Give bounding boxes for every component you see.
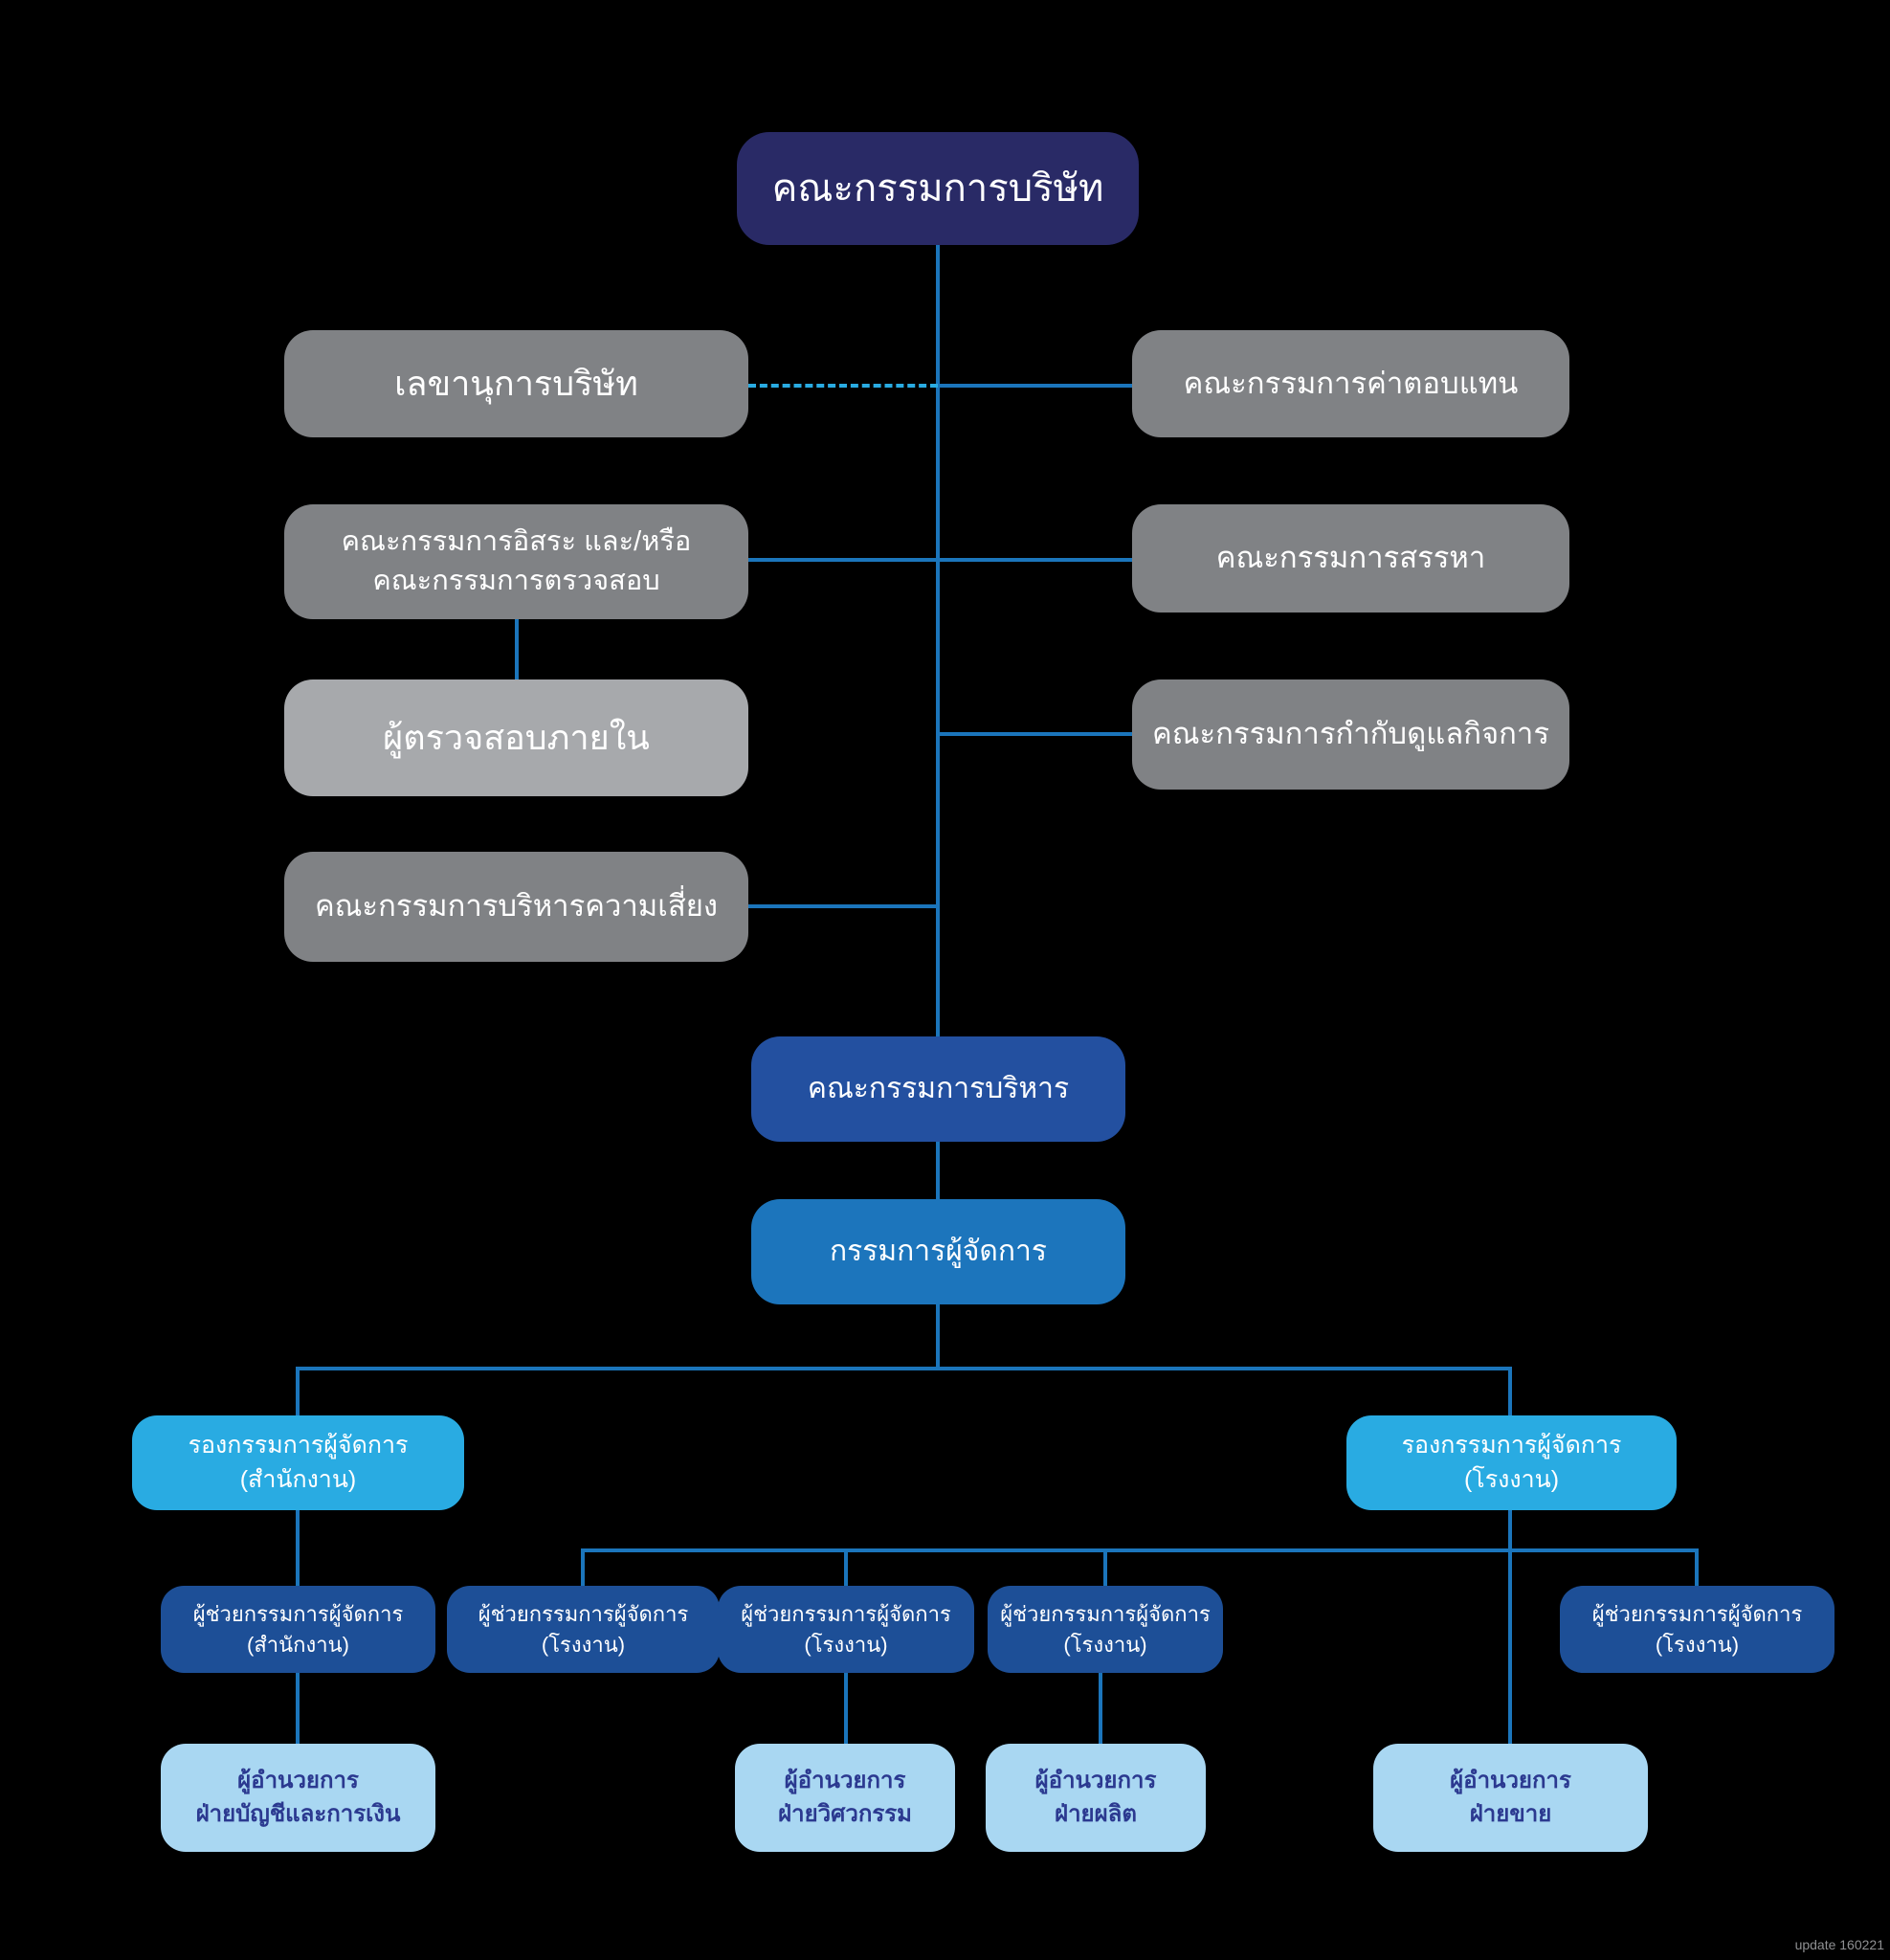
governance-committee-box: คณะกรรมการกำกับดูแลกิจการ — [1132, 679, 1569, 790]
connector-audit-to-internal — [515, 619, 519, 681]
assistant-md-office-box: ผู้ช่วยกรรมการผู้จัดการ (สำนักงาน) — [161, 1586, 435, 1673]
assistant-md-factory-box-1: ผู้ช่วยกรรมการผู้จัดการ (โรงงาน) — [447, 1586, 720, 1673]
director-engineering-box: ผู้อำนวยการ ฝ่ายวิศวกรรม — [735, 1744, 955, 1852]
nomination-committee-box: คณะกรรมการสรรหา — [1132, 504, 1569, 612]
deputy-md-factory-line2: (โรงงาน) — [1463, 1465, 1560, 1493]
director-line2: ฝ่ายบัญชีและการเงิน — [195, 1800, 401, 1827]
assistant-md-line1: ผู้ช่วยกรรมการผู้จัดการ — [1591, 1602, 1803, 1627]
nomination-committee-label: คณะกรรมการสรรหา — [1215, 541, 1486, 575]
director-accounting-finance-box: ผู้อำนวยการ ฝ่ายบัญชีและการเงิน — [161, 1744, 435, 1852]
connector-secretary-dashed — [748, 384, 938, 388]
connector-to-governance — [938, 732, 1134, 736]
connector-executive-to-md — [936, 1142, 940, 1201]
board-of-directors-label: คณะกรรมการบริษัท — [771, 167, 1104, 210]
assistant-md-line1: ผู้ช่วยกรรมการผู้จัดการ — [192, 1602, 404, 1627]
connector-to-assistant3 — [844, 1548, 848, 1588]
deputy-md-factory-line1: รองกรรมการผู้จัดการ — [1401, 1432, 1622, 1459]
connector-risk-to-center — [748, 904, 940, 908]
assistant-md-line2: (โรงงาน) — [541, 1632, 626, 1657]
director-line1: ผู้อำนวยการ — [237, 1768, 359, 1794]
connector-md-down — [936, 1304, 940, 1369]
risk-committee-label: คณะกรรมการบริหารความเสี่ยง — [314, 889, 719, 924]
risk-committee-box: คณะกรรมการบริหารความเสี่ยง — [284, 852, 748, 962]
managing-director-box: กรรมการผู้จัดการ — [751, 1199, 1125, 1304]
independent-audit-committee-line2: คณะกรรมการตรวจสอบ — [372, 566, 660, 596]
connector-deputy-horizontal — [296, 1367, 1512, 1370]
connector-deputy-office-to-assistant — [296, 1510, 300, 1588]
connector-to-compensation — [938, 384, 1134, 388]
director-line1: ผู้อำนวยการ — [1450, 1768, 1571, 1794]
managing-director-label: กรรมการผู้จัดการ — [829, 1235, 1048, 1267]
connector-assistant4-to-director3 — [1099, 1673, 1102, 1744]
connector-to-assistant5 — [1695, 1548, 1699, 1588]
executive-committee-label: คณะกรรมการบริหาร — [807, 1072, 1070, 1104]
director-line2: ฝ่ายขาย — [1469, 1800, 1552, 1827]
deputy-md-factory-box: รองกรรมการผู้จัดการ (โรงงาน) — [1346, 1415, 1677, 1510]
assistant-md-factory-box-2: ผู้ช่วยกรรมการผู้จัดการ (โรงงาน) — [718, 1586, 974, 1673]
connector-assistant3-to-director2 — [844, 1673, 848, 1744]
board-of-directors-box: คณะกรรมการบริษัท — [737, 132, 1139, 245]
assistant-md-factory-box-3: ผู้ช่วยกรรมการผู้จัดการ (โรงงาน) — [988, 1586, 1223, 1673]
connector-to-assistant4 — [1103, 1548, 1107, 1588]
governance-committee-label: คณะกรรมการกำกับดูแลกิจการ — [1152, 717, 1549, 751]
director-line2: ฝ่ายผลิต — [1055, 1800, 1137, 1827]
assistant-md-line1: ผู้ช่วยกรรมการผู้จัดการ — [741, 1602, 951, 1627]
assistant-md-line2: (โรงงาน) — [804, 1632, 888, 1657]
connector-board-to-executive — [936, 245, 940, 1038]
assistant-md-line1: ผู้ช่วยกรรมการผู้จัดการ — [1000, 1602, 1211, 1627]
connector-factory-horizontal — [581, 1548, 1699, 1552]
internal-auditor-label: ผู้ตรวจสอบภายใน — [383, 718, 650, 758]
assistant-md-line2: (สำนักงาน) — [247, 1632, 349, 1657]
connector-audit-nomination — [748, 558, 1134, 562]
assistant-md-factory-box-4: ผู้ช่วยกรรมการผู้จัดการ (โรงงาน) — [1560, 1586, 1834, 1673]
assistant-md-line2: (โรงงาน) — [1655, 1632, 1740, 1657]
director-production-box: ผู้อำนวยการ ฝ่ายผลิต — [986, 1744, 1206, 1852]
company-secretary-label: เลขานุการบริษัท — [394, 364, 638, 404]
connector-to-deputy-office — [296, 1367, 300, 1415]
assistant-md-line2: (โรงงาน) — [1063, 1632, 1147, 1657]
update-note: update 160221 — [1794, 1937, 1884, 1952]
connector-deputy-factory-down — [1508, 1510, 1512, 1550]
director-sales-box: ผู้อำนวยการ ฝ่ายขาย — [1373, 1744, 1648, 1852]
internal-auditor-box: ผู้ตรวจสอบภายใน — [284, 679, 748, 796]
director-line2: ฝ่ายวิศวกรรม — [778, 1800, 912, 1827]
independent-audit-committee-box: คณะกรรมการอิสระ และ/หรือ คณะกรรมการตรวจส… — [284, 504, 748, 619]
deputy-md-office-line2: (สำนักงาน) — [239, 1465, 357, 1493]
connector-to-director-sales — [1508, 1548, 1512, 1744]
deputy-md-office-line1: รองกรรมการผู้จัดการ — [188, 1432, 409, 1459]
connector-assistant1-to-director1 — [296, 1673, 300, 1744]
compensation-committee-box: คณะกรรมการค่าตอบแทน — [1132, 330, 1569, 437]
executive-committee-box: คณะกรรมการบริหาร — [751, 1036, 1125, 1142]
company-secretary-box: เลขานุการบริษัท — [284, 330, 748, 437]
deputy-md-office-box: รองกรรมการผู้จัดการ (สำนักงาน) — [132, 1415, 464, 1510]
assistant-md-line1: ผู้ช่วยกรรมการผู้จัดการ — [478, 1602, 689, 1627]
director-line1: ผู้อำนวยการ — [1034, 1768, 1157, 1794]
independent-audit-committee-line1: คณะกรรมการอิสระ และ/หรือ — [341, 525, 692, 557]
connector-to-deputy-factory — [1508, 1367, 1512, 1415]
compensation-committee-label: คณะกรรมการค่าตอบแทน — [1183, 366, 1519, 400]
connector-to-assistant2 — [581, 1548, 585, 1588]
director-line1: ผู้อำนวยการ — [784, 1768, 906, 1794]
